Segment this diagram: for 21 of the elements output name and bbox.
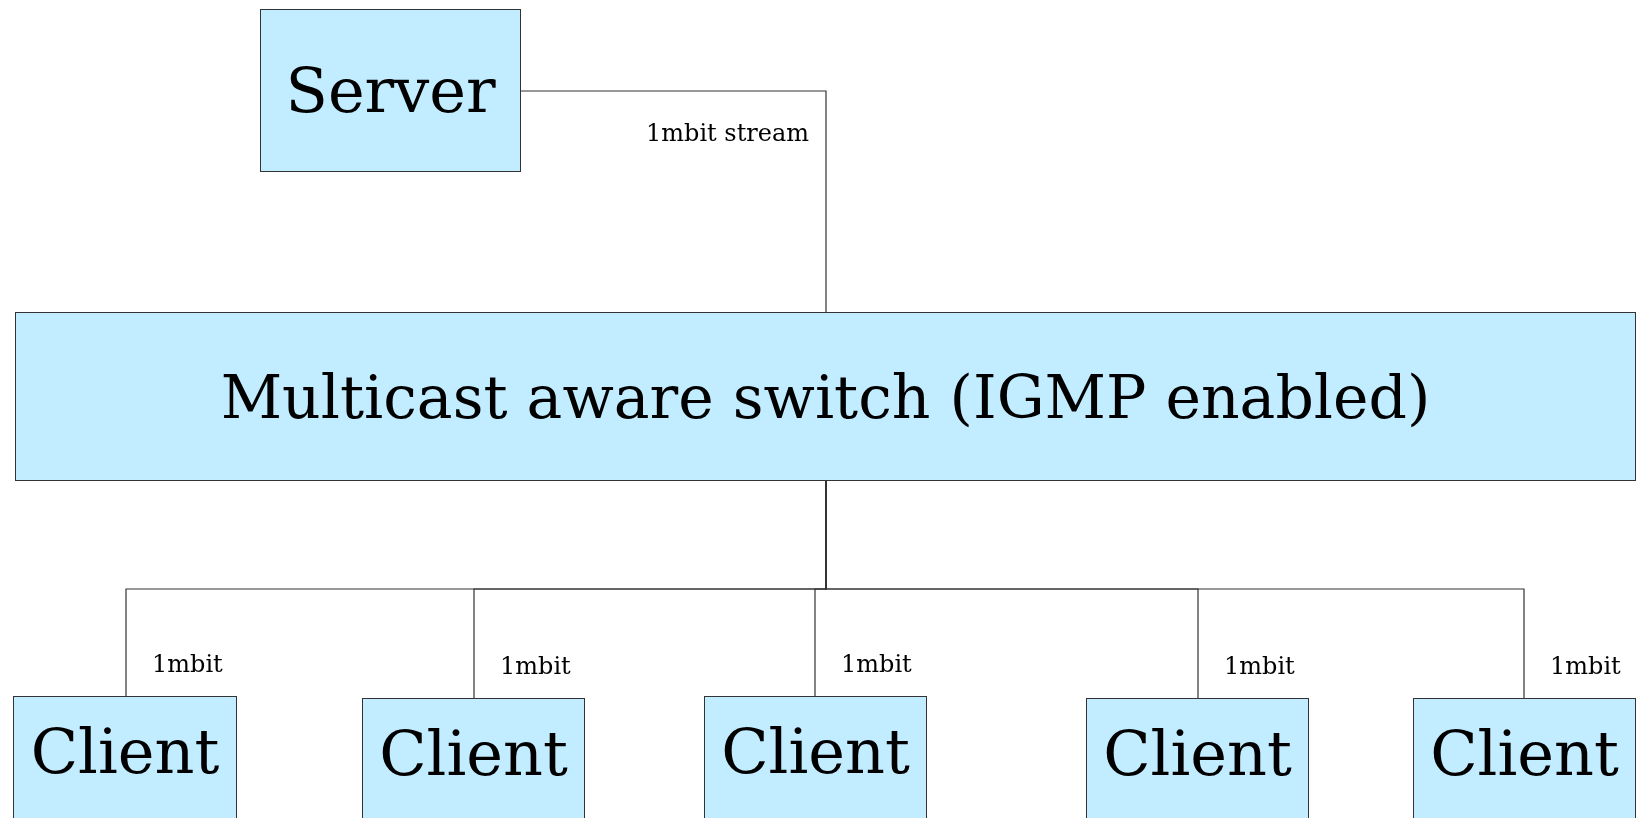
device-label: Multicast aware switch (IGMP enabled) xyxy=(220,361,1431,432)
edge-label: 1mbit xyxy=(1224,652,1295,680)
edge-label: 1mbit xyxy=(1550,652,1621,680)
device-box xyxy=(1413,698,1636,818)
device-label: Client xyxy=(721,715,910,788)
device-label: Client xyxy=(1430,717,1619,790)
device-box xyxy=(1086,698,1309,818)
device-box xyxy=(260,9,521,172)
device-box xyxy=(13,696,237,818)
device-label: Client xyxy=(1103,717,1292,790)
device-label: Client xyxy=(379,717,568,790)
edge-label: 1mbit xyxy=(500,652,571,680)
edge-label: 1mbit xyxy=(152,650,223,678)
device-box xyxy=(704,696,927,818)
edge-label: 1mbit xyxy=(841,650,912,678)
device-label: Client xyxy=(30,715,220,788)
connector-line xyxy=(520,90,827,313)
device-box xyxy=(15,312,1636,481)
edge-label: 1mbit stream xyxy=(646,119,810,147)
device-box xyxy=(362,698,585,818)
device-label: Server xyxy=(285,54,496,127)
